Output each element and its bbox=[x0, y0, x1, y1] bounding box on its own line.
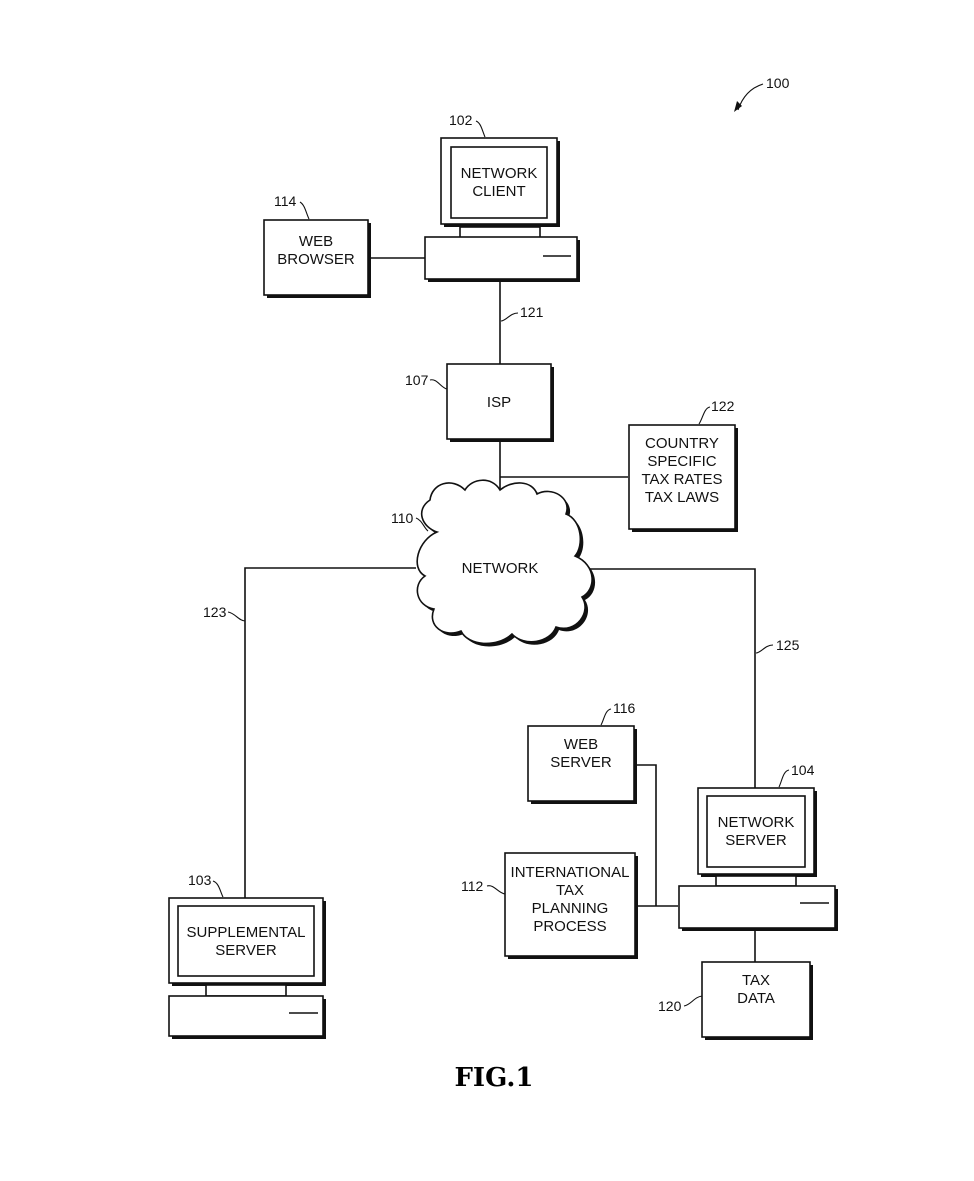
tax-data-line-2: DATA bbox=[737, 990, 775, 1007]
leader-103 bbox=[212, 880, 224, 898]
supplemental-server-line-2: SERVER bbox=[215, 942, 277, 959]
supplemental-server-ref: 103 bbox=[188, 872, 212, 888]
intl-tax-line-2: TAX bbox=[556, 882, 584, 899]
network-client-line-2: CLIENT bbox=[472, 183, 525, 200]
web-browser-ref: 114 bbox=[274, 193, 297, 209]
link-ref-123: 123 bbox=[203, 604, 227, 620]
cloud-icon bbox=[416, 479, 593, 645]
leader-116 bbox=[600, 708, 612, 726]
intl-tax-line-4: PROCESS bbox=[533, 918, 606, 935]
web-browser-line-1: WEB bbox=[299, 233, 333, 250]
network-ref: 110 bbox=[391, 510, 414, 526]
country-tax-line-1: COUNTRY bbox=[645, 435, 719, 452]
leader-121 bbox=[500, 312, 519, 322]
web-server-box[interactable]: WEB SERVER 116 bbox=[527, 700, 637, 804]
figure-title: FIG.1 bbox=[454, 1063, 533, 1093]
country-tax-box[interactable]: COUNTRY SPECIFIC TAX RATES TAX LAWS 122 bbox=[628, 398, 738, 532]
link-ref-121: 121 bbox=[520, 304, 544, 320]
wire-network-server bbox=[588, 568, 756, 788]
leader-123 bbox=[227, 611, 246, 622]
network-server-ref: 104 bbox=[791, 762, 815, 778]
leader-110 bbox=[415, 517, 429, 532]
supplemental-server-computer[interactable]: SUPPLEMENTAL SERVER 103 bbox=[168, 872, 326, 1039]
intl-tax-line-3: PLANNING bbox=[532, 900, 609, 917]
network-label: NETWORK bbox=[462, 560, 539, 577]
leader-114 bbox=[299, 201, 310, 220]
intl-tax-ref: 112 bbox=[461, 878, 484, 894]
web-server-line-2: SERVER bbox=[550, 754, 612, 771]
network-client-computer[interactable]: NETWORK CLIENT 102 bbox=[424, 112, 580, 282]
tax-data-line-1: TAX bbox=[742, 972, 770, 989]
web-server-line-1: WEB bbox=[564, 736, 598, 753]
figure-reference: 100 bbox=[734, 75, 790, 112]
arrowhead-icon bbox=[734, 101, 742, 112]
leader-107 bbox=[429, 379, 448, 390]
network-cloud[interactable]: NETWORK 110 bbox=[391, 479, 596, 647]
tax-data-box[interactable]: TAX DATA 120 bbox=[658, 961, 813, 1040]
leader-122 bbox=[698, 406, 711, 425]
intl-tax-box[interactable]: INTERNATIONAL TAX PLANNING PROCESS 112 bbox=[461, 852, 638, 959]
country-tax-ref: 122 bbox=[711, 398, 735, 414]
link-ref-125: 125 bbox=[776, 637, 800, 653]
network-server-line-1: NETWORK bbox=[718, 814, 795, 831]
web-browser-line-2: BROWSER bbox=[277, 251, 355, 268]
country-tax-line-3: TAX RATES bbox=[641, 471, 722, 488]
leader-120 bbox=[683, 995, 703, 1007]
network-server-line-2: SERVER bbox=[725, 832, 787, 849]
leader-104 bbox=[778, 769, 790, 788]
isp-ref: 107 bbox=[405, 372, 429, 388]
web-server-ref: 116 bbox=[613, 700, 636, 716]
country-tax-line-2: SPECIFIC bbox=[647, 453, 716, 470]
supplemental-server-line-1: SUPPLEMENTAL bbox=[187, 924, 306, 941]
leader-102 bbox=[475, 120, 486, 138]
network-server-computer[interactable]: NETWORK SERVER 104 bbox=[678, 762, 838, 931]
isp-label: ISP bbox=[487, 394, 511, 411]
tax-data-ref: 120 bbox=[658, 998, 682, 1014]
intl-tax-line-1: INTERNATIONAL bbox=[511, 864, 630, 881]
network-client-ref: 102 bbox=[449, 112, 473, 128]
connections bbox=[244, 257, 756, 962]
wire-webserver bbox=[634, 764, 657, 906]
network-client-line-1: NETWORK bbox=[461, 165, 538, 182]
web-browser-box[interactable]: WEB BROWSER 114 bbox=[263, 193, 371, 298]
leader-125 bbox=[755, 644, 774, 654]
isp-box[interactable]: ISP 107 bbox=[405, 363, 554, 442]
figure-ref-label: 100 bbox=[766, 75, 790, 91]
country-tax-line-4: TAX LAWS bbox=[645, 489, 719, 506]
leader-112 bbox=[486, 885, 506, 895]
wire-network-supplemental bbox=[244, 567, 416, 898]
